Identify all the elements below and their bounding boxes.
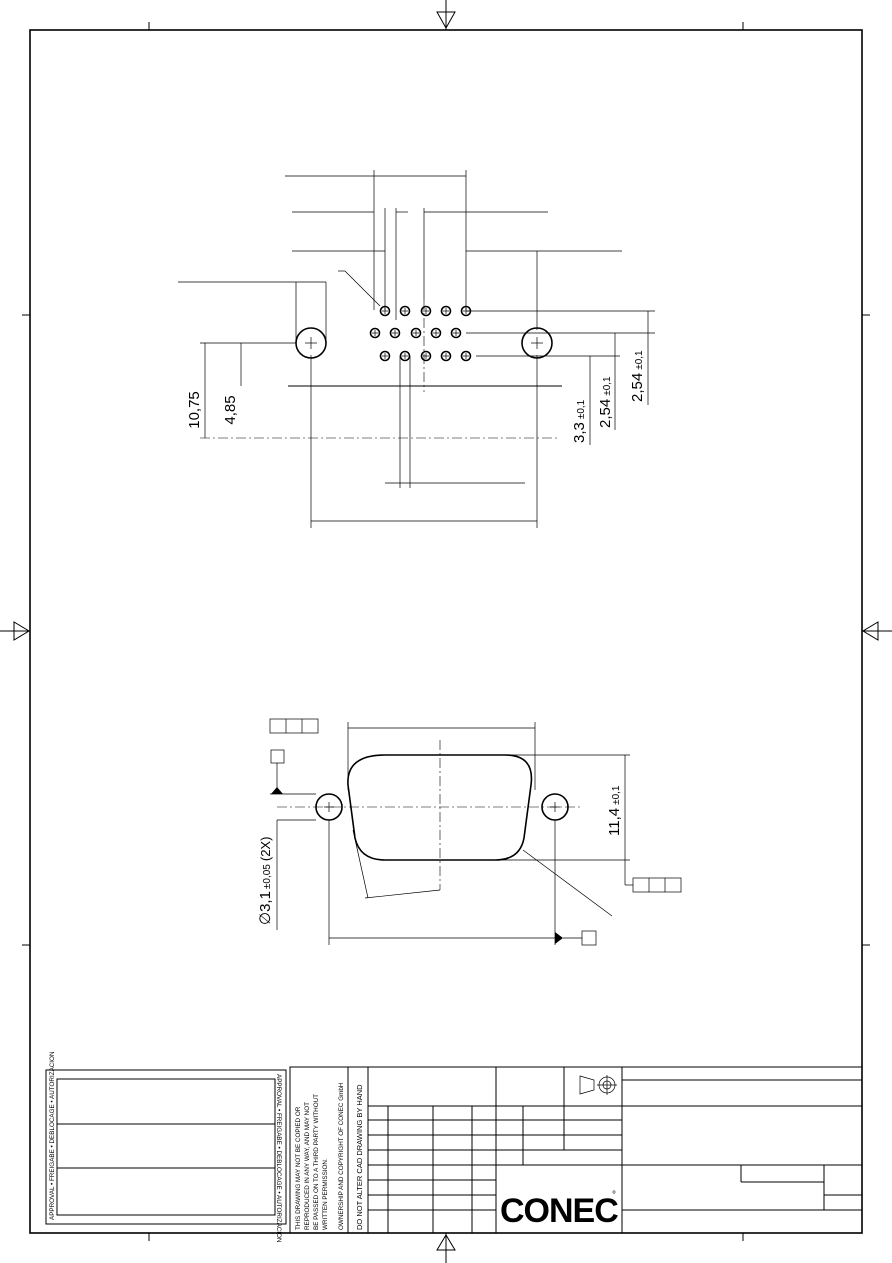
d-sub-cutout <box>347 754 533 861</box>
pin-hole <box>430 327 442 339</box>
pin-hole <box>399 305 411 317</box>
pin-hole <box>399 350 411 362</box>
svg-text:REPRODUCED IN ANY WAY, AND MAY: REPRODUCED IN ANY WAY, AND MAY NOT <box>304 1102 311 1230</box>
dimension-labels-front: 11,4±0,1 ∅3,1±0,05(2X) <box>257 785 623 925</box>
center-arrow-top <box>436 0 456 30</box>
dim-2-54-a: 2,54±0,1 <box>597 376 614 428</box>
svg-text:WRITTEN PERMISSION.: WRITTEN PERMISSION. <box>322 1158 329 1230</box>
dim-3-3: 3,3±0,1 <box>571 399 588 443</box>
approval-label-left: APPROVAL • FREIGABE • DEBLOCAGE • AUTORI… <box>49 1051 56 1220</box>
pin-holes <box>369 305 472 362</box>
svg-text:OWNERSHIP AND COPYRIGHT OF CON: OWNERSHIP AND COPYRIGHT OF CONEC GmbH <box>338 1082 345 1230</box>
pin-hole <box>450 327 462 339</box>
pin-hole <box>410 327 422 339</box>
panel-cutout-view <box>269 718 682 946</box>
conec-logo: CONEC <box>500 1192 618 1230</box>
cad-notice: DO NOT ALTER CAD DRAWING BY HAND <box>355 1084 364 1230</box>
svg-text:BE PASSED ON TO A THIRD PARTY: BE PASSED ON TO A THIRD PARTY WITHOUT <box>313 1094 320 1230</box>
dim-11-4: 11,4±0,1 <box>606 785 623 836</box>
pin-hole <box>389 327 401 339</box>
svg-text:THIS DRAWING MAY NOT BE COPIED: THIS DRAWING MAY NOT BE COPIED OR <box>295 1106 302 1230</box>
dim-4-85: 4,85 <box>222 395 239 424</box>
center-arrow-left <box>0 621 30 641</box>
approval-label-right: APPROVAL • FREIGABE • DEBLOCAGE • AUTORI… <box>275 1074 282 1243</box>
pin-hole <box>440 305 452 317</box>
projection-symbol-icon <box>579 1075 617 1095</box>
dim-2-54-b: 2,54±0,1 <box>629 350 646 402</box>
copyright-notice: THIS DRAWING MAY NOT BE COPIED OR REPROD… <box>295 1082 345 1230</box>
pin-hole <box>440 350 452 362</box>
dim-hole-diameter: ∅3,1±0,05(2X) <box>257 837 274 925</box>
pin-hole <box>420 350 432 362</box>
center-arrow-right <box>862 621 892 641</box>
pin-hole <box>460 350 472 362</box>
pin-hole <box>420 305 432 317</box>
pin-hole <box>379 350 391 362</box>
pcb-hole-pattern-view <box>178 170 655 528</box>
pin-hole <box>369 327 381 339</box>
logo-registered-mark: ° <box>612 1190 616 1201</box>
dimension-labels-top: 10,75 4,85 3,3±0,1 2,54±0,1 2,54±0,1 <box>186 350 646 443</box>
title-block: APPROVAL • FREIGABE • DEBLOCAGE • AUTORI… <box>45 1051 863 1243</box>
center-arrow-bottom <box>436 1233 456 1263</box>
dim-10-75: 10,75 <box>186 391 203 429</box>
